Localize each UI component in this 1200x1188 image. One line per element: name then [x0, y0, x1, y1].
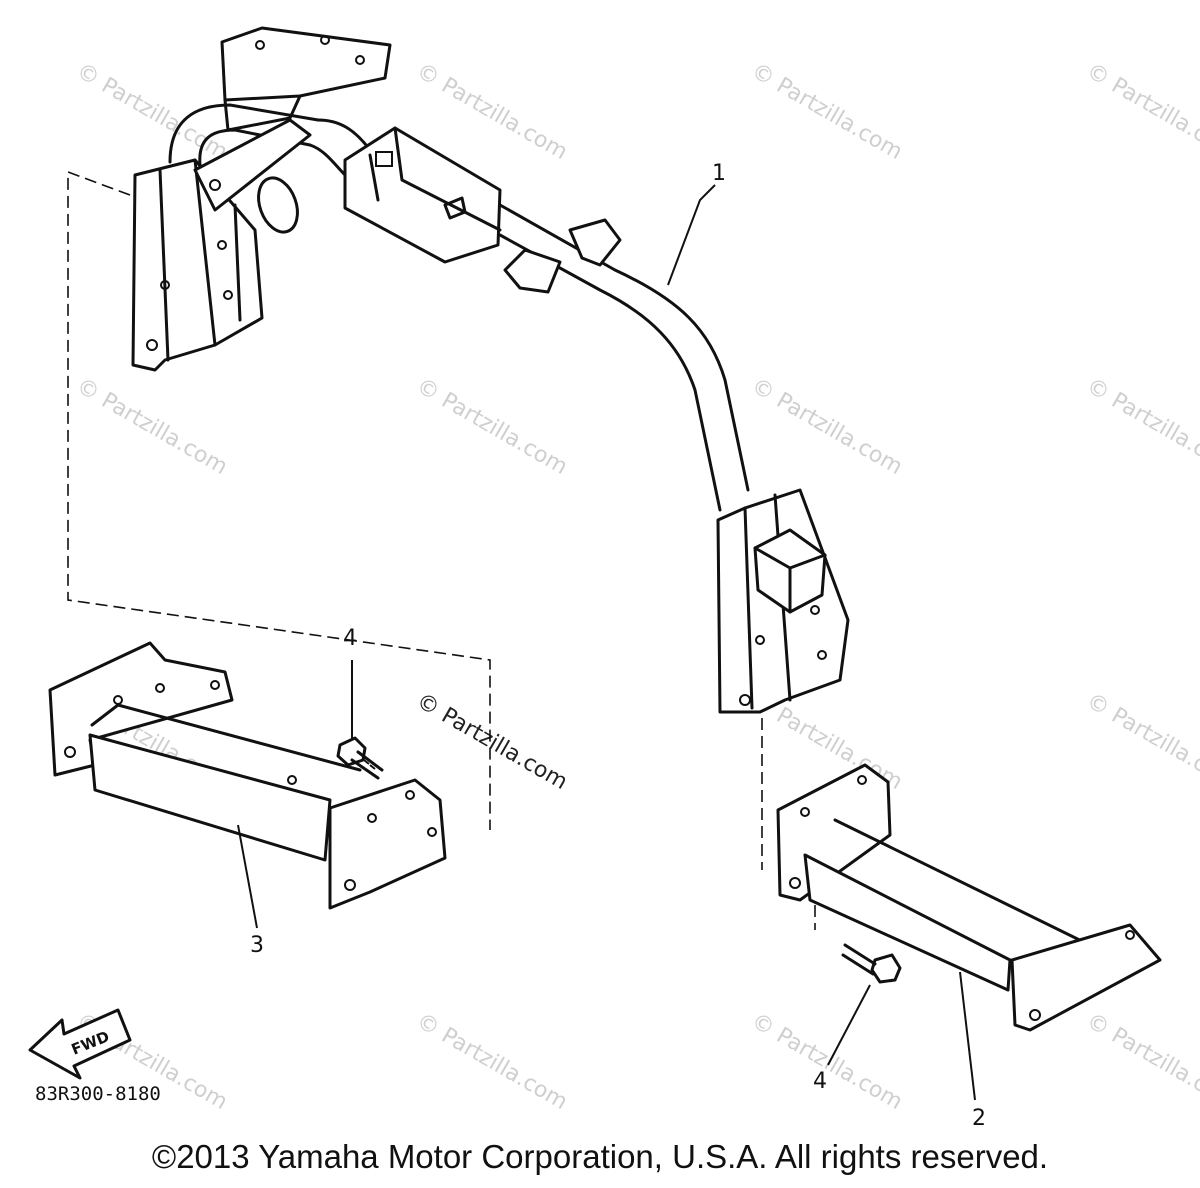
- watermark: © Partzilla.com: [1082, 59, 1200, 166]
- watermark: © Partzilla.com: [72, 374, 232, 481]
- bolt-rear-part-4: [827, 943, 902, 1066]
- watermark: © Partzilla.com: [1082, 689, 1200, 796]
- callout-bolt-front: 4: [343, 626, 357, 651]
- frame-part-1: [131, 26, 850, 714]
- leader-lines: [237, 184, 976, 1101]
- watermark: © Partzilla.com: [1082, 1009, 1200, 1116]
- watermark: © Partzilla.com: [412, 59, 572, 166]
- callout-frame: 1: [712, 161, 726, 186]
- callout-rear-bracket: 2: [972, 1106, 986, 1131]
- bolt-front-part-4: [336, 660, 384, 780]
- forward-arrow: FWD: [28, 1008, 132, 1080]
- copyright-notice: ©2013 Yamaha Motor Corporation, U.S.A. A…: [151, 1138, 1049, 1175]
- watermark: © Partzilla.com: [747, 1009, 907, 1116]
- callout-bolt-rear: 4: [813, 1069, 827, 1094]
- diagram-number: 83R300-8180: [35, 1083, 161, 1105]
- front-bracket-part-3: [48, 641, 447, 910]
- rear-bracket-part-2: [776, 763, 1162, 1032]
- watermark: © Partzilla.com: [412, 374, 572, 481]
- assembly-guide-lines: [67, 170, 816, 930]
- watermark: © Partzilla.com: [747, 374, 907, 481]
- watermark: © Partzilla.com: [412, 1009, 572, 1116]
- watermark: © Partzilla.com: [747, 59, 907, 166]
- watermark: © Partzilla.com: [1082, 374, 1200, 481]
- callout-front-bracket: 3: [250, 933, 264, 958]
- watermark: © Partzilla.com: [72, 59, 232, 166]
- watermark-center: © Partzilla.com: [412, 689, 572, 796]
